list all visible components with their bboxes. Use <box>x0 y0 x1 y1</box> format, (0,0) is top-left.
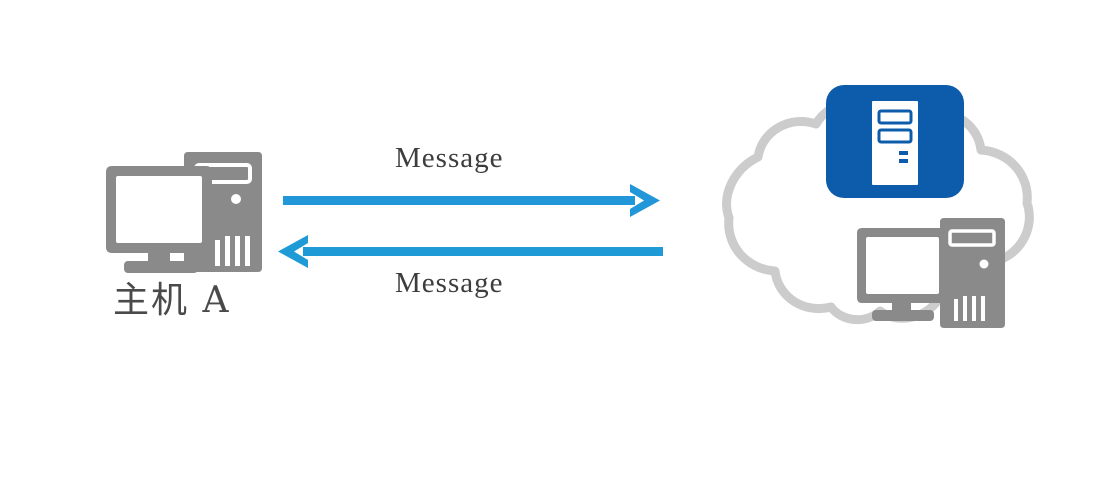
server-tile-icon <box>826 85 964 198</box>
remote-monitor-screen <box>866 237 939 294</box>
arrow-outbound-icon <box>283 184 660 217</box>
host-a-computer-icon <box>106 152 262 273</box>
remote-vent-lines <box>954 296 985 321</box>
arrow-outbound-label: Message <box>395 142 504 174</box>
remote-monitor-base <box>872 310 934 321</box>
remote-host-computer-icon <box>857 218 1005 328</box>
arrow-inbound-icon <box>278 235 663 268</box>
arrow-outbound-shaft <box>283 196 635 205</box>
remote-drive-bay <box>948 229 996 247</box>
arrow-inbound-label: Message <box>395 267 504 299</box>
server-indicator-1 <box>899 151 908 155</box>
arrow-outbound-head <box>630 184 660 217</box>
arrow-inbound-shaft <box>303 247 663 256</box>
host-a-monitor-neck <box>148 251 170 263</box>
host-a-monitor-screen <box>116 176 202 243</box>
host-a-label: 主机 A <box>113 280 231 321</box>
host-a-power-button <box>231 194 241 204</box>
remote-monitor-neck <box>892 301 911 311</box>
server-indicator-2 <box>899 159 908 163</box>
host-a-vent-lines <box>215 236 250 266</box>
server-slot-2 <box>877 128 913 144</box>
host-a-monitor-base <box>124 261 198 273</box>
arrow-inbound-head <box>278 235 308 268</box>
server-slot-1 <box>877 109 913 125</box>
remote-power-button <box>979 259 989 269</box>
